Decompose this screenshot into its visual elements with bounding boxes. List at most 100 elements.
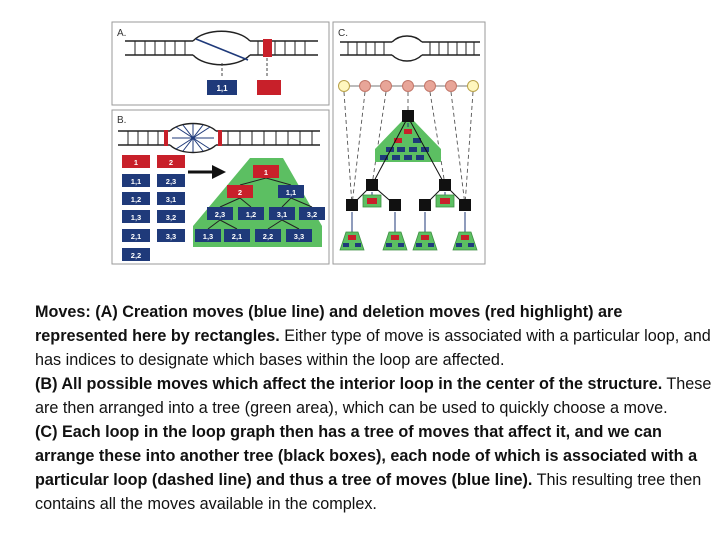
tree-node — [286, 229, 312, 242]
tree-node-label: 2,1 — [232, 232, 242, 241]
b-deletion-right — [218, 130, 222, 146]
move-list-col2: 2 2,3 3,1 3,2 3,3 — [157, 155, 185, 242]
move-tree-edges — [207, 177, 313, 230]
tree-node-label: 3,1 — [277, 210, 287, 219]
loop-graph-nodes — [338, 80, 479, 92]
crossing-move-lines — [172, 124, 214, 152]
panel-b: B. — [111, 109, 330, 265]
loop-tree-node — [439, 179, 451, 191]
move-label: 2,3 — [166, 177, 176, 186]
creation-move-label: 1,1 — [216, 84, 228, 93]
move-tree-area — [193, 158, 322, 247]
move-label: 2,1 — [131, 232, 141, 241]
move-box — [122, 174, 150, 187]
move-label: 1 — [134, 158, 138, 167]
panel-b-strands — [118, 122, 320, 154]
caption-a-text: Either type of move is associated with a… — [35, 327, 711, 369]
loop-node — [424, 80, 436, 92]
panel-a-rungs — [134, 41, 306, 55]
move-label: 3,1 — [166, 195, 176, 204]
panel-a: A. 1,1 — [111, 21, 330, 106]
tree-node — [253, 165, 279, 178]
move-box — [157, 155, 185, 168]
loop-node — [359, 80, 371, 92]
move-label: 3,2 — [166, 213, 176, 222]
panel-b-label: B. — [117, 115, 126, 126]
loop-tree-node — [366, 179, 378, 191]
panel-b-rungs — [127, 131, 313, 145]
loop-node — [402, 80, 414, 92]
creation-move-box — [207, 80, 237, 95]
loop-tree-node — [389, 199, 401, 211]
tree-node-label: 2,2 — [263, 232, 273, 241]
panel-c: C. — [332, 21, 486, 265]
caption-paragraph-b: (B) All possible moves which affect the … — [35, 372, 715, 420]
move-list-col1: 1 1,1 1,2 1,3 2,1 2,2 — [122, 155, 150, 261]
move-box — [122, 248, 150, 261]
small-move-trees — [339, 194, 478, 251]
move-label: 1,1 — [131, 177, 141, 186]
loop-node-end — [338, 80, 350, 92]
caption-c-text: This resulting tree then contains all th… — [35, 471, 702, 513]
move-tree-association-lines — [351, 123, 466, 232]
caption-c-bold: (C) Each loop in the loop graph then has… — [35, 423, 698, 489]
tree-node — [224, 229, 250, 242]
caption-paragraph-a: Moves: (A) Creation moves (blue line) an… — [35, 300, 715, 372]
tree-node-label: 1,3 — [203, 232, 213, 241]
mini-move-tree-nodes — [380, 129, 429, 160]
move-label: 2 — [169, 158, 173, 167]
loop-node-end — [467, 80, 479, 92]
loop-tree-node — [459, 199, 471, 211]
tree-node — [299, 207, 325, 220]
move-box — [122, 155, 150, 168]
move-box — [157, 192, 185, 205]
arrow-to-tree — [188, 165, 226, 179]
panel-a-strands — [125, 30, 318, 66]
tree-node-label: 3,3 — [294, 232, 304, 241]
creation-move-line — [195, 38, 249, 61]
tree-node — [269, 207, 295, 220]
move-label: 2,2 — [131, 251, 141, 260]
tree-node-label: 1,2 — [246, 210, 256, 219]
move-box — [157, 174, 185, 187]
loop-association-lines — [343, 91, 474, 206]
tree-node — [278, 185, 304, 198]
loop-node — [380, 80, 392, 92]
move-box — [122, 229, 150, 242]
move-label: 1,3 — [131, 213, 141, 222]
panel-a-label: A. — [117, 28, 126, 39]
caption-paragraph-c: (C) Each loop in the loop graph then has… — [35, 420, 715, 516]
figure-caption: Moves: (A) Creation moves (blue line) an… — [35, 300, 715, 516]
caption-b-text: These are then arranged into a tree (gre… — [35, 375, 712, 417]
caption-b-bold: (B) All possible moves which affect the … — [35, 375, 663, 393]
tree-node — [227, 185, 253, 198]
figure: A. 1,1 — [111, 21, 486, 265]
move-box — [122, 192, 150, 205]
caption-a-bold: Moves: (A) Creation moves (blue line) an… — [35, 303, 623, 345]
move-box — [157, 229, 185, 242]
tree-node-label: 1 — [264, 168, 268, 177]
tree-node-label: 2 — [238, 188, 242, 197]
loop-tree-node — [402, 110, 414, 122]
b-deletion-left — [164, 130, 168, 146]
loop-tree-node — [419, 199, 431, 211]
move-box — [122, 210, 150, 223]
move-label: 1,2 — [131, 195, 141, 204]
tree-node-label: 3,2 — [307, 210, 317, 219]
panel-c-label: C. — [338, 28, 348, 39]
move-label: 3,3 — [166, 232, 176, 241]
move-box — [157, 210, 185, 223]
deletion-move-box — [257, 80, 281, 95]
tree-node — [195, 229, 221, 242]
loop-tree-node — [346, 199, 358, 211]
loop-tree-nodes — [346, 110, 471, 211]
tree-node-label: 1,1 — [286, 188, 296, 197]
tree-node — [238, 207, 264, 220]
tree-node — [207, 207, 233, 220]
tree-node-label: 2,3 — [215, 210, 225, 219]
figure-svg: A. 1,1 — [111, 21, 486, 265]
tree-node — [255, 229, 281, 242]
loop-node — [445, 80, 457, 92]
deletion-highlight — [263, 39, 272, 57]
panel-c-rungs — [347, 42, 475, 55]
